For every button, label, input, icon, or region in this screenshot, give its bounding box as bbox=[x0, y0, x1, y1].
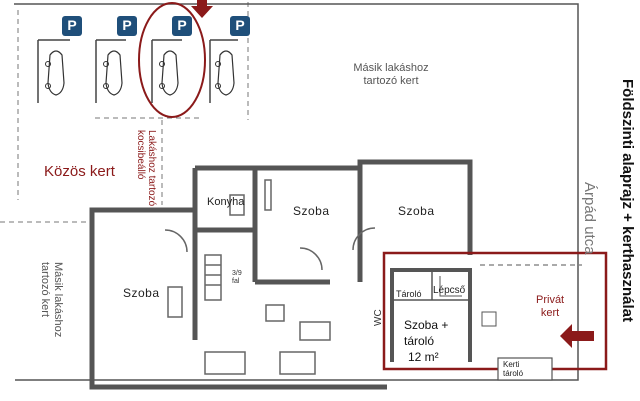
parking-note-label: Lakáshoz tartozó kocsibeálló bbox=[135, 130, 157, 207]
parking-sign-label: P bbox=[67, 17, 77, 33]
parking-sign-icon bbox=[62, 16, 82, 36]
floor-plan bbox=[0, 0, 608, 390]
unit-area-label: 12 m² bbox=[408, 350, 439, 365]
parking-sign-icon bbox=[172, 16, 192, 36]
unit-highlight-box bbox=[382, 251, 608, 371]
parking-space-2 bbox=[95, 16, 137, 103]
car-icon bbox=[161, 50, 179, 96]
small-wall-label: 3/9 fal bbox=[232, 270, 242, 286]
wc-label: WC bbox=[373, 309, 384, 326]
room-left-label: Szoba bbox=[123, 286, 160, 300]
parking-arrow-icon bbox=[191, 0, 213, 18]
car-icon bbox=[217, 50, 235, 96]
other-garden-left-label: Másik lakáshoz tartozó kert bbox=[39, 262, 64, 338]
site-frame bbox=[14, 3, 579, 381]
parking-space-1 bbox=[37, 16, 82, 103]
parking-sign-label: P bbox=[177, 17, 187, 33]
page-title-container: Földszinti alaprajz + kerthasználat bbox=[614, 0, 640, 401]
private-garden-label: Privát kert bbox=[536, 294, 565, 319]
common-garden-label: Közös kert bbox=[44, 163, 115, 180]
garden-storage-label: Kerti tároló bbox=[503, 360, 524, 379]
parking-sign-label: P bbox=[122, 17, 132, 33]
car-icon bbox=[105, 50, 123, 96]
page-title: Földszinti alaprajz + kerthasználat bbox=[618, 79, 636, 322]
parking-sign-icon bbox=[117, 16, 137, 36]
unit-arrow-icon bbox=[560, 324, 594, 348]
building-details bbox=[164, 179, 376, 375]
unit-room-label: Szoba + tároló 12 m² bbox=[404, 318, 449, 365]
room-mid-label: Szoba bbox=[293, 204, 330, 218]
parking-space-4 bbox=[209, 16, 250, 103]
parking-sign-icon bbox=[230, 16, 250, 36]
parking-space-3 bbox=[151, 16, 192, 103]
storage-label: Tároló bbox=[396, 289, 422, 299]
garden-storage-box bbox=[497, 357, 553, 381]
car-icon bbox=[47, 50, 65, 96]
parking-sign-label: P bbox=[235, 17, 245, 33]
parking-row bbox=[37, 16, 250, 103]
parking-highlight-ellipse bbox=[138, 2, 206, 118]
stairs-label: Lépcső bbox=[433, 285, 466, 296]
building-walls bbox=[89, 159, 473, 390]
other-garden-top-label: Másik lakáshoz tartozó kert bbox=[353, 62, 429, 87]
room-right-label: Szoba bbox=[398, 204, 435, 218]
unit-interior bbox=[390, 268, 553, 381]
street-label: Árpád utca bbox=[581, 182, 598, 255]
kitchen-label: Konyha bbox=[207, 196, 245, 208]
